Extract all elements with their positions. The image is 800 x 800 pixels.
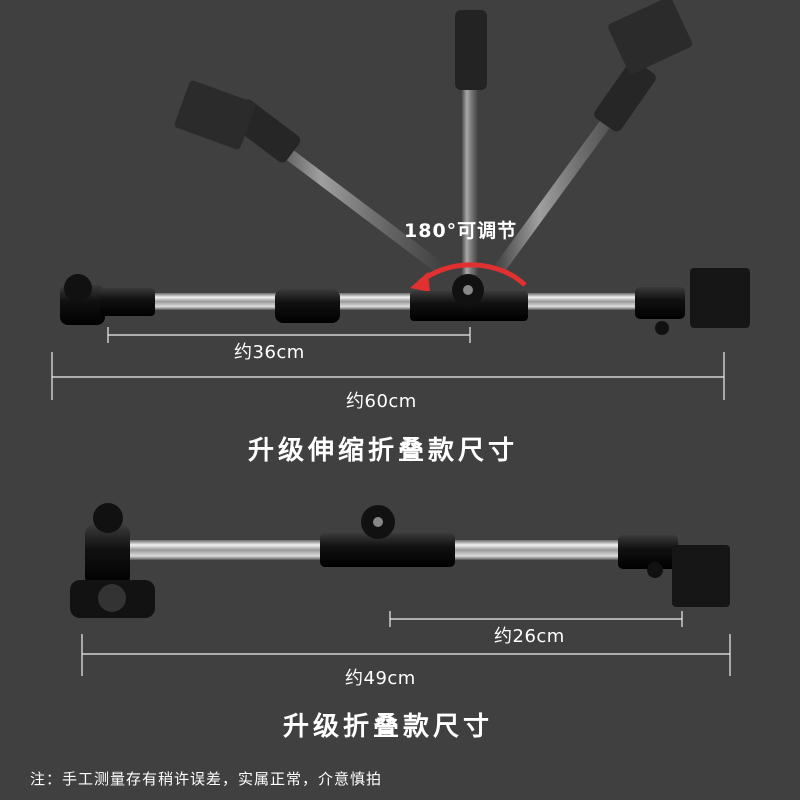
dimension-60cm-line — [51, 352, 725, 400]
dimension-36cm-line — [107, 327, 471, 343]
dimension-26cm-line — [389, 611, 683, 627]
rod-ghost-left — [174, 80, 444, 273]
rod-ghost-right — [495, 0, 693, 272]
rod-ghost-center — [455, 10, 487, 275]
measurement-note: 注：手工测量存有稍许误差，实属正常，介意慎拍 — [30, 770, 383, 788]
folding-holder-rod — [70, 503, 730, 618]
dimension-49cm-line — [81, 634, 731, 676]
rotation-arrow — [410, 262, 527, 292]
telescopic-holder-rod — [60, 268, 750, 335]
telescopic-size-title: 升级伸缩折叠款尺寸 — [248, 436, 519, 466]
dimension-49cm-label: 约49cm — [345, 668, 416, 689]
angle-adjust-label: 180°可调节 — [404, 220, 518, 242]
dimension-36cm-label: 约36cm — [234, 342, 305, 363]
dimension-26cm-label: 约26cm — [494, 626, 565, 647]
dimension-60cm-label: 约60cm — [346, 391, 417, 412]
folding-size-title: 升级折叠款尺寸 — [283, 712, 494, 742]
